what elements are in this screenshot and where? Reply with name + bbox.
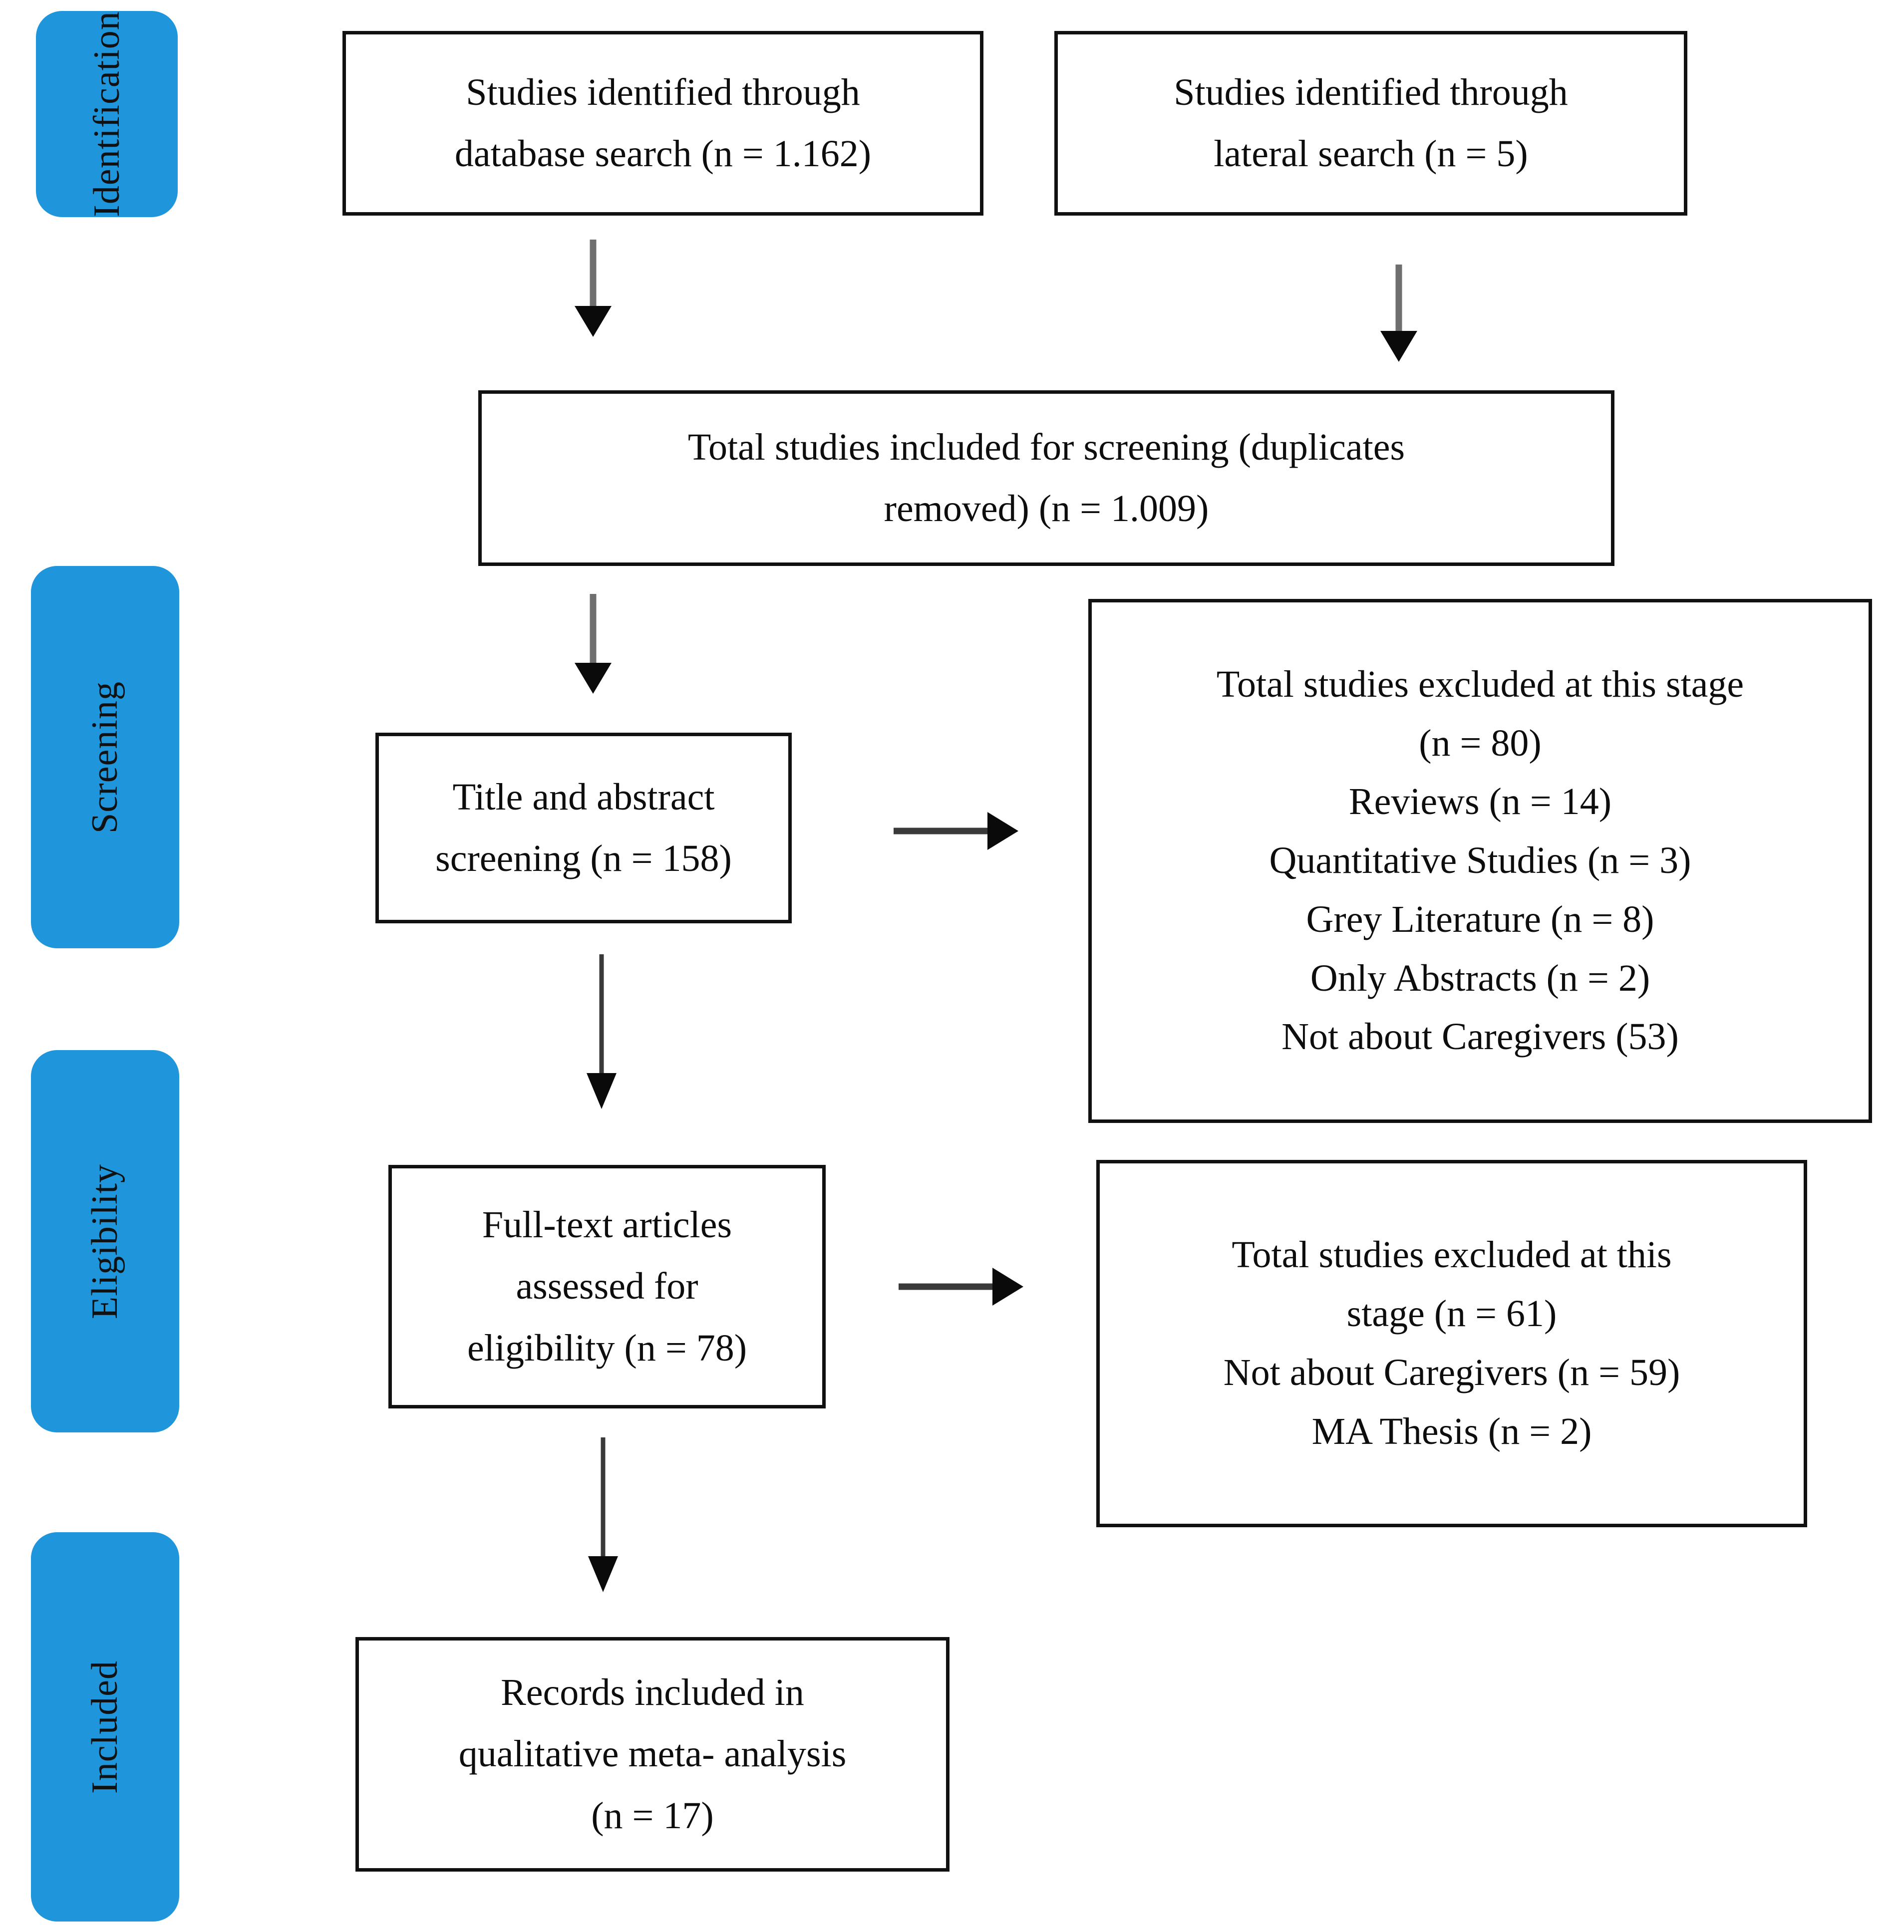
arrow-head [987,812,1018,850]
arrow-shaft [894,828,991,834]
box-line: qualitative meta- analysis [458,1733,847,1775]
box-included-records: Records included in qualitative meta- an… [355,1637,950,1872]
box-line: assessed for [516,1265,698,1308]
box-excluded-screening-stage: Total studies excluded at this stage (n … [1088,599,1872,1123]
stage-pill-eligibility: Eligibility [31,1050,179,1432]
box-line: lateral search (n = 5) [1214,133,1528,175]
stage-label-identification: Identification [86,11,127,217]
arrow-shaft [590,240,597,309]
arrow-fulltext-to-included [573,1437,633,1592]
box-line: Quantitative Studies (n = 3) [1269,839,1691,882]
box-database-search: Studies identified through database sear… [342,31,983,216]
stage-pill-screening: Screening [31,566,179,948]
stage-label-screening: Screening [84,681,125,833]
box-line: stage (n = 61) [1346,1293,1557,1335]
arrow-fulltext-to-excluded [899,1267,1023,1307]
arrow-head [587,1073,617,1109]
box-line: Total studies excluded at this [1232,1234,1672,1276]
arrow-database-to-screening [563,240,623,337]
arrow-shaft [599,954,604,1079]
box-fulltext-eligibility: Full-text articles assessed for eligibil… [388,1165,826,1408]
box-line: eligibility (n = 78) [467,1327,747,1369]
box-line: Records included in [501,1671,804,1714]
arrow-lateral-to-screening [1369,265,1429,362]
box-line: Not about Caregivers (53) [1281,1016,1679,1058]
stage-pill-identification: Identification [36,11,178,217]
box-line: database search (n = 1.162) [454,133,872,175]
box-line: Studies identified through [1174,71,1568,113]
box-line: Not about Caregivers (n = 59) [1223,1352,1680,1393]
box-line: Full-text articles [482,1204,732,1246]
box-line: Title and abstract [452,776,715,818]
arrow-shaft [590,594,597,665]
arrow-shaft [1395,265,1402,334]
arrow-head [575,306,612,337]
box-excluded-eligibility-stage: Total studies excluded at this stage (n … [1096,1160,1807,1527]
box-line: Total studies excluded at this stage [1216,663,1744,705]
stage-label-included: Included [84,1660,125,1794]
box-total-screening: Total studies included for screening (du… [478,390,1614,566]
arrow-title-abstract-to-fulltext [572,954,632,1109]
box-line: (n = 17) [591,1794,714,1837]
box-line: (n = 80) [1419,722,1542,764]
box-line: Grey Literature (n = 8) [1306,898,1654,940]
box-line: Only Abstracts (n = 2) [1310,957,1650,999]
arrow-screening-to-title-abstract [563,594,623,694]
box-line: MA Thesis (n = 2) [1311,1410,1592,1452]
arrow-head [1380,331,1417,362]
box-line: Total studies included for screening (du… [687,426,1405,468]
arrow-shaft [899,1283,996,1290]
arrow-head [992,1268,1023,1306]
box-line: Reviews (n = 14) [1348,781,1612,823]
box-line: screening (n = 158) [435,837,732,879]
stage-label-eligibility: Eligibility [84,1163,125,1319]
box-line: removed) (n = 1.009) [884,488,1209,530]
box-title-abstract-screening: Title and abstract screening (n = 158) [375,733,792,923]
arrow-title-abstract-to-excluded [894,811,1018,851]
stage-pill-included: Included [31,1532,179,1922]
arrow-head [575,663,612,694]
box-line: Studies identified through [466,71,860,113]
box-lateral-search: Studies identified through lateral searc… [1054,31,1687,216]
arrow-head [588,1556,618,1592]
arrow-shaft [601,1437,606,1562]
